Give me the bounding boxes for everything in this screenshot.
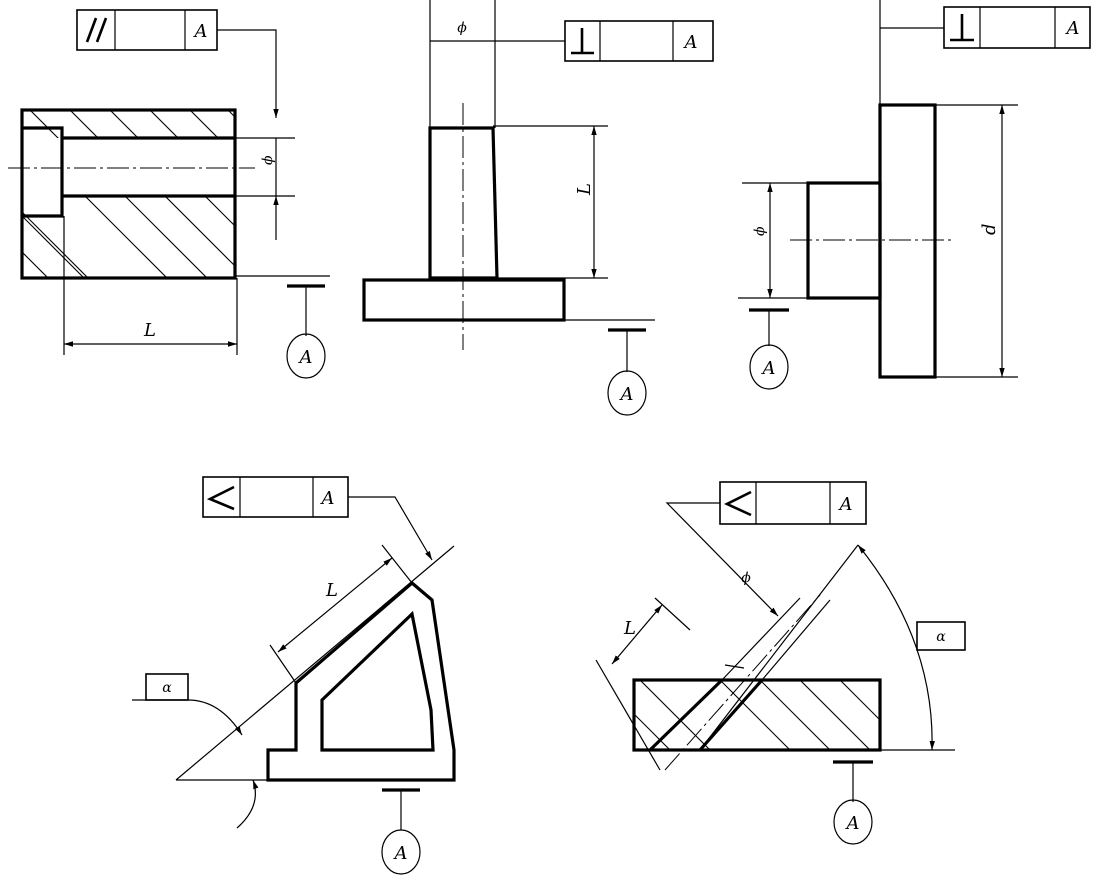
figure-perpendicularity-2: A d ϕ A	[738, 0, 1091, 390]
datum-circle	[749, 344, 789, 390]
section-hatch	[634, 680, 880, 750]
base-plate	[362, 278, 566, 322]
datum-letter: A	[619, 384, 634, 405]
length-label: L	[574, 183, 595, 196]
figure-angularity-2: A L ϕ α	[595, 481, 966, 845]
bushing-body	[20, 108, 237, 280]
angle-icon	[206, 485, 235, 511]
frame-datum-letter: A	[193, 21, 208, 42]
frame-datum-letter: A	[320, 488, 335, 509]
bracket-window	[320, 610, 435, 752]
frame-datum-letter: A	[838, 494, 853, 515]
figure-perpendicularity-1: A ϕ L A	[362, 0, 714, 416]
angle-bracket	[266, 580, 456, 782]
angle-label: α	[162, 680, 172, 696]
length-label: L	[143, 320, 156, 341]
angle-box	[916, 621, 966, 651]
perpendicular-icon	[950, 14, 974, 42]
frame-datum-letter: A	[683, 32, 698, 53]
frame-outline	[719, 481, 867, 525]
datum-circle	[381, 829, 421, 875]
block	[632, 678, 882, 752]
datum-letter: A	[393, 843, 408, 864]
datum-circle	[833, 799, 873, 845]
length-label: L	[623, 618, 636, 639]
datum-circle	[286, 333, 326, 379]
length-label: L	[325, 580, 338, 601]
datum-letter: A	[298, 347, 313, 368]
tolerance-frame-angularity-2: A	[719, 481, 867, 525]
angle-label: α	[936, 629, 946, 645]
tolerance-frame-perpendicularity-1: A	[564, 20, 714, 62]
tolerance-frame-parallelism: A	[76, 9, 218, 51]
big-diameter-label: d	[979, 223, 1000, 235]
diameter-label: ϕ	[457, 20, 467, 36]
frame-outline	[202, 476, 349, 518]
tolerance-frame-perpendicularity-2: A	[943, 6, 1091, 49]
datum-letter: A	[761, 358, 776, 379]
datum-letter: A	[845, 813, 860, 834]
datum-circle	[607, 370, 647, 416]
tolerance-frame-angularity-1: A	[202, 476, 349, 518]
flange	[878, 103, 937, 379]
frame-outline	[564, 20, 714, 62]
angle-icon	[723, 490, 752, 517]
figure-parallelism: A	[8, 9, 330, 379]
frame-datum-letter: A	[1065, 18, 1080, 39]
diameter-label: ϕ	[752, 226, 768, 236]
section-hatch-top	[29, 110, 235, 138]
section-hatch-bottom	[22, 196, 235, 279]
diameter-label: ϕ	[741, 570, 751, 586]
perpendicular-icon	[571, 28, 594, 55]
figure-angularity-1: A L α A	[132, 476, 456, 875]
diameter-label: ϕ	[260, 155, 276, 165]
parallel-icon	[85, 17, 108, 43]
